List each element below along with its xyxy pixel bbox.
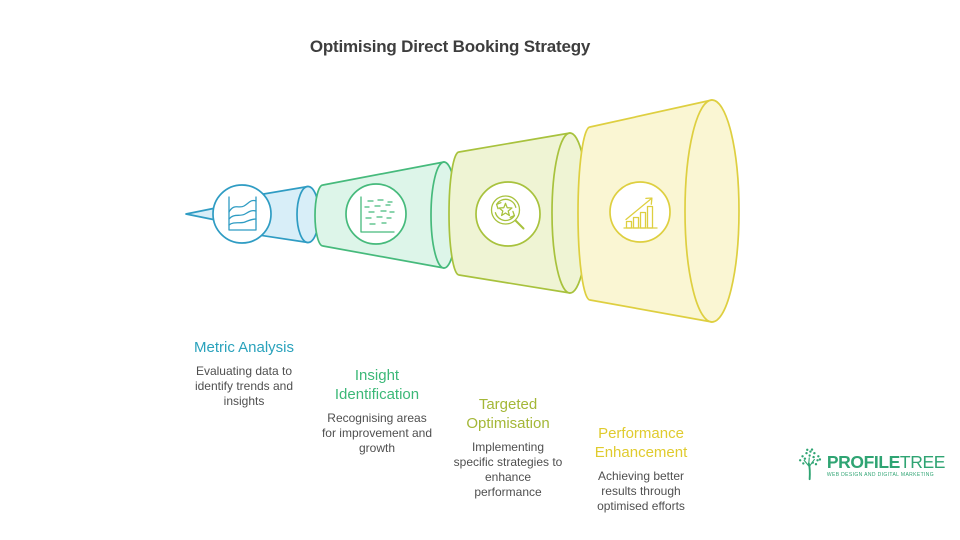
stage-description-line: optimised efforts xyxy=(597,499,685,513)
stage-description-line: growth xyxy=(358,441,396,455)
funnel-stage-2 xyxy=(314,161,458,269)
stage-description-line: Recognising areas xyxy=(327,411,427,425)
stage-icon-circle xyxy=(609,181,671,243)
stage-description: Achieving better results through optimis… xyxy=(566,469,716,514)
stage-description-line: results through xyxy=(601,484,681,498)
stage-description-line: Implementing xyxy=(471,440,545,454)
stage-heading: Performance Enhancement xyxy=(594,425,688,461)
stage-text-1: Metric Analysis Evaluating data to ident… xyxy=(169,338,319,409)
scatter-plot-icon xyxy=(360,196,395,233)
stage-heading: Metric Analysis xyxy=(193,339,295,356)
stage-description-line: Achieving better xyxy=(597,469,685,483)
page-title: Optimising Direct Booking Strategy xyxy=(309,37,591,56)
funnel-stage-4 xyxy=(577,99,740,323)
stage-description-line: performance xyxy=(474,485,542,499)
stage-icon-circle xyxy=(345,183,407,245)
stage-text-3: Targeted Optimisation Implementing speci… xyxy=(433,395,583,500)
growth-arrow-bars-icon xyxy=(623,197,658,229)
search-refresh-star-icon xyxy=(490,195,525,230)
area-chart-icon xyxy=(228,196,257,231)
stage-description-line: insights xyxy=(223,394,265,408)
stage-description-line: enhance xyxy=(484,470,532,484)
funnel-stage-3 xyxy=(448,132,589,294)
profiletree-logo: PROFILETREE WEB DESIGN AND DIGITAL MARKE… xyxy=(797,443,945,487)
tree-icon xyxy=(798,448,822,481)
stage-description-line: identify trends and xyxy=(194,379,294,393)
stage-icon-circle xyxy=(212,184,272,244)
stage-heading: Insight Identification xyxy=(334,367,420,403)
logo-text: PROFILETREE WEB DESIGN AND DIGITAL MARKE… xyxy=(826,451,946,478)
stage-description: Implementing specific strategies to enha… xyxy=(433,440,583,500)
logo-brand: PROFILETREE xyxy=(826,451,946,472)
stage-text-4: Performance Enhancement Achieving better… xyxy=(566,424,716,514)
stage-text-2: Insight Identification Recognising areas… xyxy=(302,366,452,456)
logo-tagline: WEB DESIGN AND DIGITAL MARKETING xyxy=(826,471,935,478)
stage-description: Recognising areas for improvement and gr… xyxy=(302,411,452,456)
stage-heading: Targeted Optimisation xyxy=(466,396,550,432)
stage-description: Evaluating data to identify trends and i… xyxy=(169,364,319,409)
funnel-segment-cap xyxy=(684,99,740,323)
stage-description-line: specific strategies to xyxy=(453,455,563,469)
funnel-stage-1 xyxy=(185,184,320,244)
stage-description-line: for improvement and xyxy=(321,426,433,440)
stage-description-line: Evaluating data to xyxy=(195,364,293,378)
